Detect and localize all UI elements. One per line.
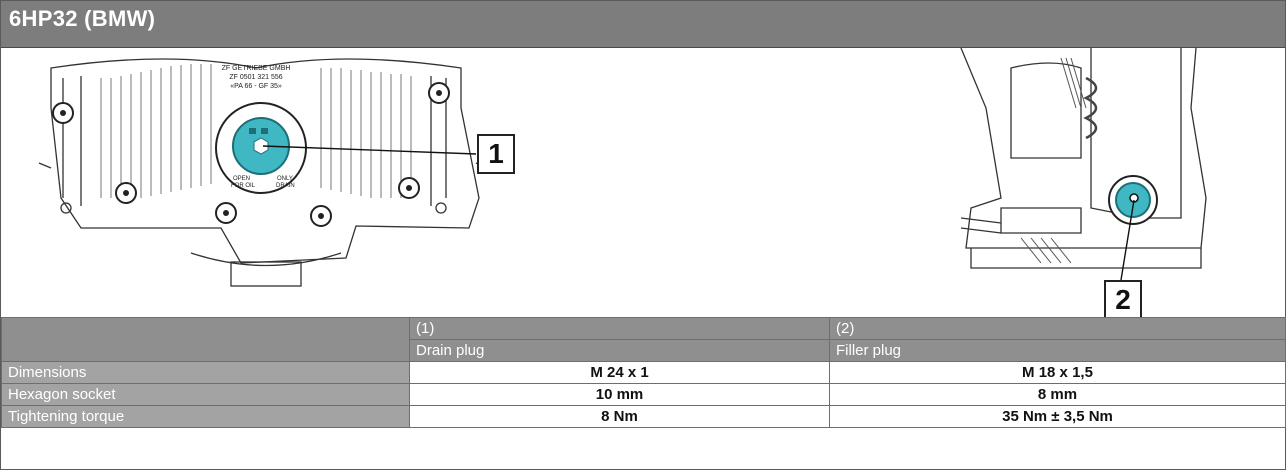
table-corner-cell [1,317,410,362]
column-name-filler: Filler plug [829,339,1286,362]
table-row: Dimensions M 24 x 1 M 18 x 1,5 [1,361,1286,384]
drain-torque-value: 8 Nm [409,405,830,428]
filler-hexagon-value: 8 mm [829,383,1286,406]
filler-torque-value: 35 Nm ± 3,5 Nm [829,405,1286,428]
filler-dimensions-value: M 18 x 1,5 [829,361,1286,384]
drain-dimensions-value: M 24 x 1 [409,361,830,384]
housing-marking-3: «PA 66 - GF 35» [230,83,282,90]
row-label-tightening-torque: Tightening torque [1,405,410,428]
table-header-ref-row: (1) (2) [1,317,1286,362]
spec-table: (1) (2) Drain plug Filler plug Dimension… [1,317,1286,428]
hexagon-socket-icon [253,137,269,155]
housing-marking-1: ZF GETRIEBE GMBH [222,65,291,72]
figure-area: ZF GETRIEBE GMBH ZF 0501 321 556 «PA 66 … [1,48,1285,320]
title-bar: 6HP32 (BMW) [1,1,1285,48]
page-title: 6HP32 (BMW) [9,6,156,31]
plug-marking-open: OPEN [233,176,250,182]
column-name-drain: Drain plug [409,339,830,362]
housing-marking-2: ZF 0501 321 556 [229,74,282,81]
drain-hexagon-value: 10 mm [409,383,830,406]
plug-marking-only: ONLY [277,176,293,182]
plug-marking-for-oil: FOR OIL [231,183,256,189]
callout-leader-2 [1120,199,1135,281]
row-label-hexagon-socket: Hexagon socket [1,383,410,406]
filler-plug-drawing [960,48,1207,281]
row-label-dimensions: Dimensions [1,361,410,384]
column-ref-filler: (2) [829,317,1286,340]
callout-leader-1 [262,145,477,155]
plug-marking-drain: DRAIN [276,183,295,189]
column-ref-drain: (1) [409,317,830,340]
table-row: Tightening torque 8 Nm 35 Nm ± 3,5 Nm [1,405,1286,428]
oil-pan-drawing: ZF GETRIEBE GMBH ZF 0501 321 556 «PA 66 … [38,58,487,287]
table-row: Hexagon socket 10 mm 8 mm [1,383,1286,406]
callout-2: 2 [1104,280,1142,320]
table-header-name-row: Drain plug Filler plug [2,339,1286,362]
callout-1: 1 [477,134,515,174]
